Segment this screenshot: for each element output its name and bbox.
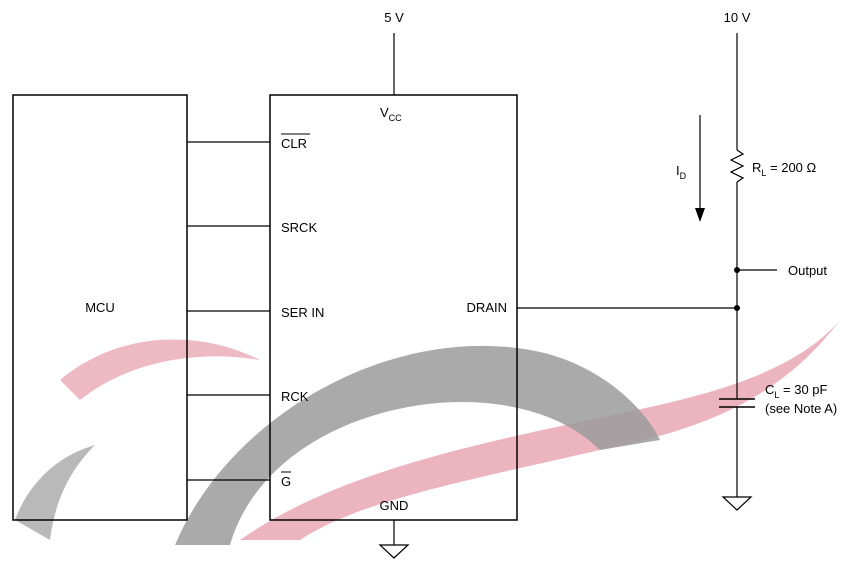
capacitor-label: CL = 30 pF [765,382,828,400]
watermark-red-left [60,339,260,400]
pin-drain-label: DRAIN [467,300,507,315]
watermark-gray-left [15,445,95,540]
pin-ser-in-label: SER IN [281,305,324,320]
pin-rck-label: RCK [281,389,309,404]
current-label: ID [676,163,687,181]
capacitor-note: (see Note A) [765,401,837,416]
chip-ground-symbol [378,544,410,559]
vcc-rail-label: 5 V [384,10,404,25]
pin-clr-label: CLR [281,136,307,151]
load-resistor [729,149,745,183]
mcu-label: MCU [85,300,115,315]
output-label: Output [788,263,827,278]
load-ground-symbol [721,496,753,511]
current-arrow-head [695,208,705,222]
watermark-red-swoosh [240,320,840,540]
watermark-gray-arc [175,345,660,545]
pin-gnd-label: GND [380,498,409,513]
pin-g-label: G [281,474,291,489]
resistor-label: RL = 200 Ω [752,160,817,178]
load-rail-label: 10 V [724,10,751,25]
pin-srck-label: SRCK [281,220,317,235]
vcc-pin-label: VCC [380,105,402,123]
mcu-block [12,94,188,521]
